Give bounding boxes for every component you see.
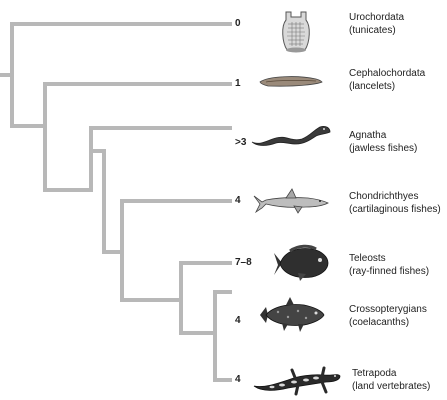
count-crossopterygians: 4 <box>235 315 241 326</box>
taxon-common-name: (cartilaginous fishes) <box>349 204 441 215</box>
lamprey-icon <box>251 125 331 146</box>
taxon-name: Crossopterygians <box>349 304 427 315</box>
count-tetrapoda: 4 <box>235 374 241 385</box>
label-cephalochordata: Cephalochordata (lancelets) <box>349 67 425 93</box>
salamander-icon <box>253 366 341 396</box>
taxon-name: Agnatha <box>349 130 387 141</box>
shark-icon <box>253 188 329 214</box>
label-tetrapoda: Tetrapoda (land vertebrates) <box>352 367 430 393</box>
count-chondrichthyes: 4 <box>235 195 241 206</box>
taxon-common-name: (ray-finned fishes) <box>349 266 430 277</box>
taxon-common-name: (coelacanths) <box>349 317 410 328</box>
label-chondrichthyes: Chondrichthyes (cartilaginous fishes) <box>349 190 441 216</box>
label-teleosts: Teleosts (ray-finned fishes) <box>349 252 429 278</box>
count-urochordata: 0 <box>235 18 241 29</box>
taxon-name: Tetrapoda <box>352 368 397 379</box>
label-crossopterygians: Crossopterygians (coelacanths) <box>349 303 427 329</box>
taxon-name: Cephalochordata <box>349 68 426 79</box>
coelacanth-icon <box>260 297 325 332</box>
label-urochordata: Urochordata (tunicates) <box>349 11 404 37</box>
taxon-common-name: (land vertebrates) <box>352 381 431 392</box>
count-teleosts: 7–8 <box>235 257 252 268</box>
teleost-fish-icon <box>274 244 329 281</box>
tunicate-icon <box>282 11 310 53</box>
lancelet-icon <box>259 76 323 87</box>
count-cephalochordata: 1 <box>235 78 241 89</box>
taxon-common-name: (jawless fishes) <box>349 143 418 154</box>
label-agnatha: Agnatha (jawless fishes) <box>349 129 417 155</box>
count-agnatha: >3 <box>235 137 247 148</box>
taxon-name: Urochordata <box>349 12 405 23</box>
taxon-common-name: (lancelets) <box>349 81 396 92</box>
taxon-name: Chondrichthyes <box>349 191 419 202</box>
taxon-name: Teleosts <box>349 253 386 264</box>
taxon-common-name: (tunicates) <box>349 25 396 36</box>
